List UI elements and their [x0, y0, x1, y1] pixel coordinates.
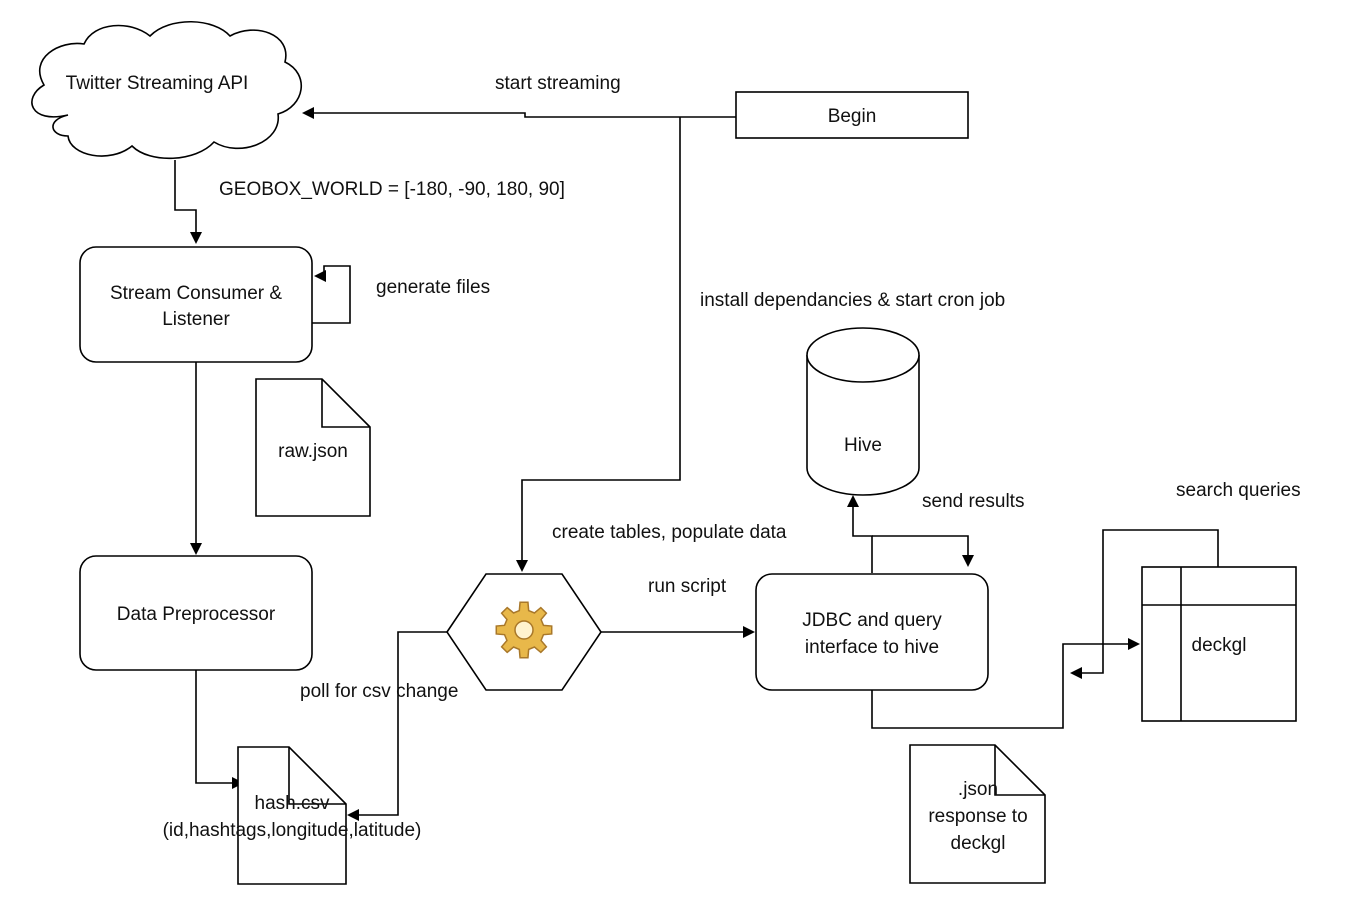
label-geobox: GEOBOX_WORLD = [-180, -90, 180, 90] — [219, 179, 565, 200]
edge-preprocessor-to-hashcsv — [195, 670, 234, 784]
hive-label: Hive — [844, 435, 882, 456]
arrowhead — [962, 555, 974, 567]
deckgl-node: deckgl — [1141, 566, 1297, 722]
data-preprocessor-node: Data Preprocessor — [79, 555, 313, 671]
arrowhead — [190, 543, 202, 555]
json-response-label-line1: .json — [958, 779, 998, 800]
stream-consumer-node: Stream Consumer & Listener — [79, 246, 313, 363]
edge-hive-to-jdbc — [872, 535, 969, 557]
begin-node: Begin — [735, 91, 969, 139]
edge-deckgl-to-jdbc — [1080, 529, 1219, 674]
label-run-script: run script — [648, 576, 727, 597]
arrowhead — [743, 626, 755, 638]
label-generate-files: generate files — [376, 277, 490, 298]
json-response-label-line2: response to — [928, 806, 1027, 827]
raw-json-document: raw.json — [255, 378, 371, 517]
hive-node: Hive — [806, 327, 920, 496]
arrowhead — [190, 232, 202, 244]
hash-csv-label-line1: hash.csv — [255, 793, 330, 814]
edge-jdbc-to-deckgl — [871, 643, 1130, 729]
twitter-api-label: Twitter Streaming API — [66, 73, 249, 94]
data-preprocessor-label: Data Preprocessor — [117, 604, 276, 625]
edge-begin-to-twitter — [312, 112, 736, 118]
stream-consumer-label-line1: Stream Consumer & — [110, 283, 282, 304]
twitter-api-node: Twitter Streaming API — [31, 20, 302, 160]
edge-consumer-self-loop — [312, 265, 351, 324]
raw-json-label: raw.json — [278, 441, 348, 462]
edge-jdbc-to-hive — [852, 505, 873, 573]
cloud-icon — [31, 20, 302, 160]
arrowhead — [347, 809, 359, 821]
label-create-tables: create tables, populate data — [552, 522, 787, 543]
label-install-deps: install dependancies & start cron job — [700, 290, 1005, 311]
deckgl-label: deckgl — [1192, 635, 1247, 656]
hash-csv-label-line2: (id,hashtags,longitude,latitude) — [163, 820, 422, 841]
edge-labels: start streaming GEOBOX_WORLD = [-180, -9… — [219, 73, 1301, 702]
jdbc-label-line1: JDBC and query — [802, 610, 942, 631]
jdbc-label-line2: interface to hive — [805, 637, 939, 658]
label-start-streaming: start streaming — [495, 73, 621, 94]
gear-hole — [514, 620, 534, 640]
edge-cron-to-hashcsv — [357, 631, 447, 816]
arrowhead — [1128, 638, 1140, 650]
edge-twitter-to-consumer — [174, 160, 197, 234]
hash-csv-document: hash.csv (id,hashtags,longitude,latitude… — [163, 746, 422, 885]
arrowhead — [1070, 667, 1082, 679]
begin-label: Begin — [828, 106, 877, 127]
arrowhead — [847, 495, 859, 507]
cron-job-node — [446, 573, 602, 691]
json-response-label-line3: deckgl — [951, 833, 1006, 854]
arrowhead — [302, 107, 314, 119]
label-search-queries: search queries — [1176, 480, 1301, 501]
arrowhead — [314, 270, 326, 282]
edge-begin-to-cron — [521, 117, 681, 562]
gear-icon — [495, 601, 553, 659]
arrowhead — [516, 560, 528, 572]
jdbc-node: JDBC and query interface to hive — [755, 573, 989, 691]
label-poll-csv: poll for csv change — [300, 681, 458, 702]
stream-consumer-label-line2: Listener — [162, 309, 230, 330]
label-send-results: send results — [922, 491, 1024, 512]
json-response-document: .json response to deckgl — [909, 744, 1046, 884]
